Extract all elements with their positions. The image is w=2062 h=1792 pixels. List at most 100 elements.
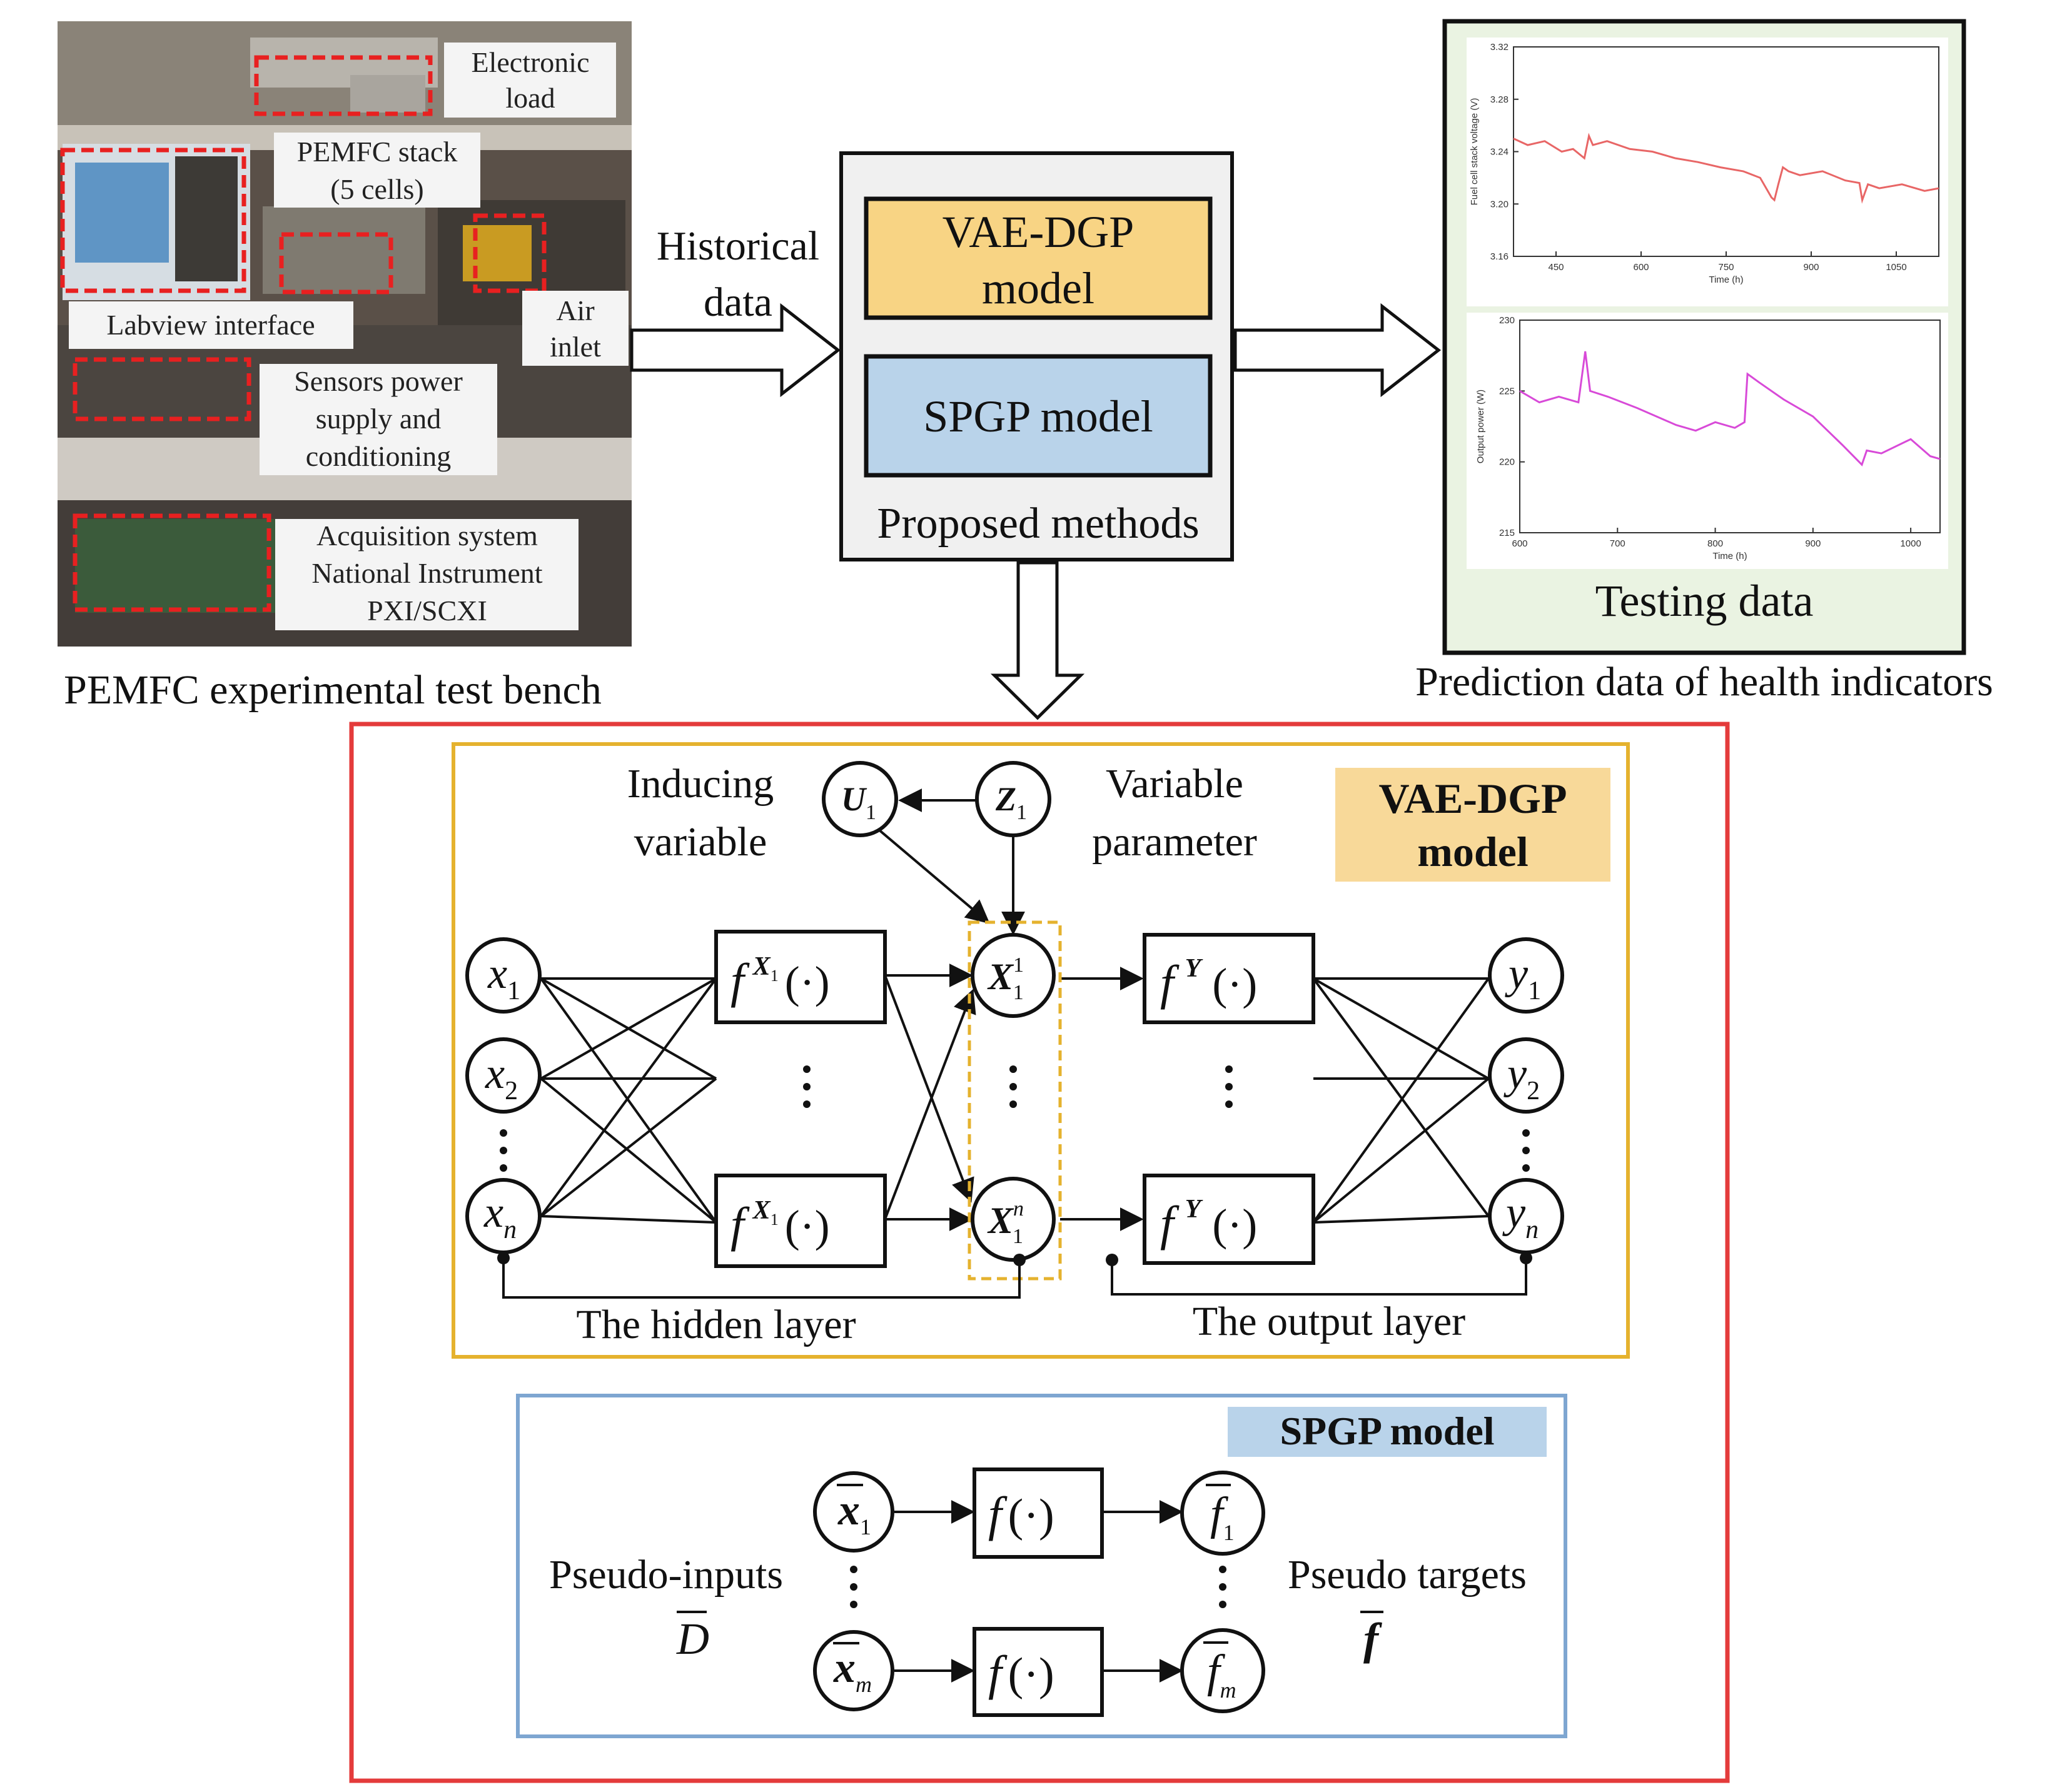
variable-label-1: Variable [1106,761,1243,807]
y-tick-label: 215 [1499,528,1515,538]
vae-method-label-2: model [982,263,1094,313]
spgp-function-box-m [973,1627,1104,1717]
historical-data-arrow [630,303,841,398]
math-fbar: f [1363,1614,1382,1664]
input-node-x2 [465,1037,542,1114]
spgp-title: SPGP model [1280,1409,1494,1453]
vae-dgp-title-2: model [1417,828,1529,875]
y-tick-label: 3.24 [1490,147,1509,158]
hidden-layer-label: The hidden layer [576,1302,856,1347]
latent-node-x1 [971,933,1056,1018]
math-spgp-f-1: f(·) [988,1487,1054,1541]
historical-label-1: Historical [657,223,819,269]
x-tick-label: 450 [1548,262,1564,273]
x-axis-label: Time (h) [1709,274,1743,285]
proposed-methods-box: VAE-DGP model SPGP model Proposed method… [839,151,1234,561]
label-acq-2: National Instrument [311,557,542,589]
pseudo-targets-label: Pseudo targets [1288,1552,1527,1598]
x-tick-label: 600 [1633,262,1649,273]
output-function-box-1 [1143,933,1315,1024]
proposed-methods-caption: Proposed methods [877,500,1199,548]
pseudo-target-node-m [1180,1628,1265,1713]
label-electronic-load-2: load [505,82,555,114]
output-node-y1 [1488,937,1564,1014]
pseudo-input-node-1 [813,1471,894,1553]
label-sensors-3: conditioning [306,440,452,472]
parameter-node-z1 [975,761,1051,837]
inducing-node-u1 [822,761,898,837]
chart-frame [1519,320,1941,533]
inducing-label-2: variable [634,819,767,865]
spgp-ellipsis [850,1566,1226,1608]
inducing-label-1: Inducing [627,761,774,807]
y-axis-label: Fuel cell stack voltage (V) [1469,98,1480,206]
math-x2: x2 [485,1050,518,1105]
y-tick-label: 3.16 [1490,251,1509,262]
x-tick-label: 900 [1803,262,1819,273]
spgp-detail: SPGP model x1 xm f(·) f(·) f1 fm D [516,1394,1567,1738]
testing-data-caption: Testing data [1595,576,1814,626]
prediction-arrow [1233,303,1442,398]
photo-highlights [60,55,547,612]
layer-brackets [502,1257,1527,1299]
output-function-box-n [1143,1174,1315,1265]
x-tick-label: 800 [1707,538,1723,549]
input-connections [540,977,717,1224]
vae-dgp-title-box [1335,768,1610,882]
label-pemfc-stack-2: (5 cells) [330,173,423,205]
label-air-1: Air [556,294,594,326]
input-node-x1 [465,937,542,1014]
output-connections [1312,977,1490,1224]
y-tick-label: 3.28 [1490,94,1509,105]
label-pemfc-stack-1: PEMFC stack [297,136,458,168]
spgp-function-box-1 [973,1467,1104,1559]
pseudo-input-node-m [813,1630,894,1711]
label-sensors-1: Sensors power [294,365,463,397]
hidden-function-box-1 [714,930,887,1024]
photo-caption: PEMFC experimental test bench [64,667,602,713]
label-electronic-load-1: Electronic [471,46,589,78]
y-tick-label: 3.32 [1490,42,1509,53]
pseudo-inputs-label: Pseudo-inputs [549,1552,783,1598]
historical-label-2: data [704,279,772,325]
spgp-method-box [864,354,1213,478]
x-axis-label: Time (h) [1712,551,1747,561]
y-tick-label: 225 [1499,386,1515,396]
label-sensors-2: supply and [316,403,442,435]
photo-labels: Electronic load PEMFC stack (5 cells) La… [69,43,629,630]
label-acq-3: PXI/SCXI [367,595,487,627]
x-tick-label: 1050 [1886,262,1906,273]
label-air-2: inlet [550,331,601,363]
vae-method-label-1: VAE-DGP [943,207,1135,257]
x-tick-label: 900 [1805,538,1821,549]
math-dbar: D [676,1614,709,1664]
latent-column [968,920,1062,1281]
detail-frame [349,722,1730,1783]
hidden-function-box-n [714,1174,887,1268]
ellipsis-dots [500,1065,1530,1172]
x-tick-label: 1000 [1900,538,1921,549]
vae-dgp-detail: VAE-DGP model Inducing variable Variable… [452,742,1630,1359]
output-layer-label: The output layer [1193,1299,1465,1344]
series-line [1519,351,1941,466]
spgp-method-label: SPGP model [923,391,1153,441]
y-axis-label: Output power (W) [1475,390,1486,463]
vae-dgp-title-1: VAE-DGP [1379,775,1567,822]
output-node-y2 [1488,1037,1564,1114]
vae-dgp-method-box [864,196,1213,320]
x-tick-label: 600 [1512,538,1527,549]
hidden-arrows [865,788,1144,1231]
variable-label-2: parameter [1092,819,1257,865]
y-tick-label: 220 [1499,457,1515,468]
series-line [1513,133,1939,204]
x-tick-label: 750 [1718,262,1734,273]
y-tick-label: 230 [1499,315,1515,326]
math-spgp-f-m: f(·) [988,1646,1054,1700]
down-arrow [990,561,1085,720]
pseudo-target-node-1 [1180,1471,1265,1556]
label-acq-1: Acquisition system [316,520,538,551]
